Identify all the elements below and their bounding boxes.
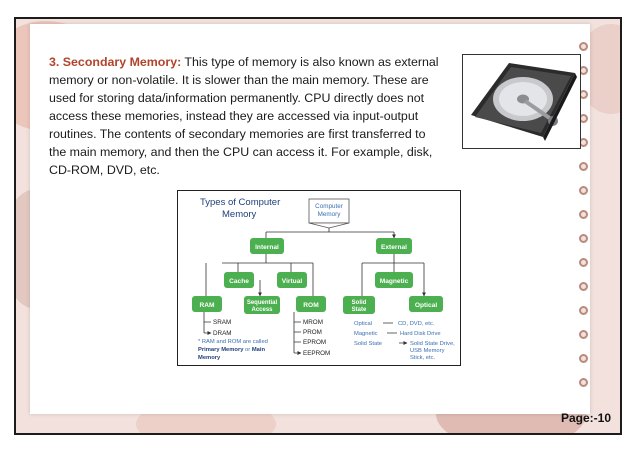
diagram-title: Types of Computer Memory	[200, 197, 280, 220]
rom-type: MROM	[303, 319, 323, 326]
node-optical	[409, 296, 443, 312]
memory-types-diagram: Types of Computer Memory Computer Memory…	[177, 190, 461, 366]
svg-text:Primary Memory or Main: Primary Memory or Main	[198, 347, 265, 353]
ram-type: SRAM	[213, 319, 231, 326]
node-optical-label: Optical	[415, 302, 438, 309]
node-virtual	[277, 272, 307, 288]
node-rom-label: ROM	[303, 302, 319, 309]
node-cache	[224, 272, 254, 288]
note-line1: * RAM and ROM are called	[198, 339, 268, 345]
ring	[579, 354, 588, 363]
ring	[579, 306, 588, 315]
external-example: CD, DVD, etc.	[398, 321, 435, 327]
rom-type: PROM	[303, 329, 322, 336]
node-solid-line2: State	[352, 307, 367, 313]
ring	[579, 186, 588, 195]
node-sequential-access	[244, 296, 280, 314]
node-virtual-label: Virtual	[282, 278, 303, 285]
page-number: Page:-10	[561, 411, 612, 425]
node-rom	[296, 296, 326, 312]
node-internal-label: Internal	[255, 244, 279, 251]
section-body: This type of memory is also known as ext…	[49, 55, 439, 177]
node-sequential-line2: Access	[251, 307, 273, 313]
external-example: Solid State Drive,	[410, 341, 455, 347]
hard-disk-photo	[462, 54, 581, 149]
node-root-line1: Computer	[315, 203, 343, 210]
ring	[579, 378, 588, 387]
node-internal	[250, 238, 284, 254]
rom-type: EEPROM	[303, 350, 330, 357]
node-root-line2: Memory	[318, 211, 342, 218]
node-sequential-line1: Sequential	[247, 300, 278, 306]
ring	[579, 234, 588, 243]
node-ram	[192, 296, 222, 312]
ring	[579, 258, 588, 267]
note-or: or	[243, 347, 251, 353]
node-magnetic-label: Magnetic	[380, 278, 409, 285]
diagram-note: * RAM and ROM are called Primary Memory …	[198, 339, 268, 361]
node-magnetic	[375, 272, 413, 288]
node-cache-label: Cache	[229, 278, 249, 285]
note-primary: Primary Memory	[198, 347, 244, 353]
node-ram-label: RAM	[199, 302, 215, 309]
note-line3: Memory	[198, 355, 221, 361]
secondary-memory-paragraph: 3. Secondary Memory: This type of memory…	[49, 53, 444, 179]
external-example: Hard Disk Drive	[400, 331, 441, 337]
node-solid-state	[343, 296, 375, 314]
node-external	[376, 238, 412, 254]
diagram-title-line1: Types of Computer	[200, 197, 280, 208]
node-computer-memory	[308, 198, 350, 224]
ring	[579, 210, 588, 219]
node-solid-line1: Solid	[352, 300, 367, 306]
section-heading: 3. Secondary Memory:	[49, 55, 182, 69]
ring	[579, 162, 588, 171]
external-type: Solid State	[354, 341, 382, 347]
external-example: Stick, etc.	[410, 355, 436, 361]
ring	[579, 42, 588, 51]
rom-type: EPROM	[303, 339, 326, 346]
ring	[579, 282, 588, 291]
external-type: Magnetic	[354, 331, 378, 337]
node-external-label: External	[381, 244, 407, 251]
ring	[579, 330, 588, 339]
ram-type: DRAM	[213, 330, 232, 337]
external-type: Optical	[354, 321, 372, 327]
diagram-title-line2: Memory	[222, 209, 257, 220]
note-main: Main	[252, 347, 266, 353]
external-example: USB Memory	[410, 348, 445, 354]
